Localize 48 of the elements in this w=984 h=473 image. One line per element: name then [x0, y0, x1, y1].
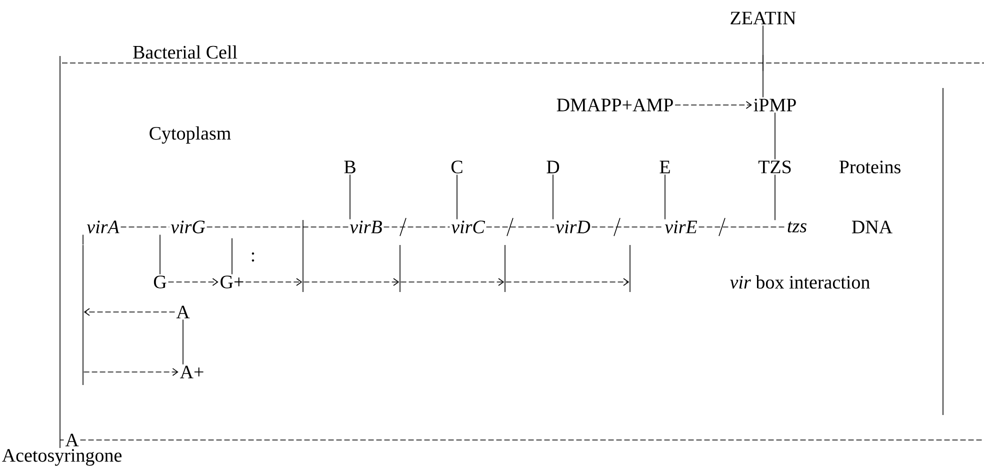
node-label: virD — [554, 220, 592, 234]
arrow — [505, 278, 630, 286]
arrow — [400, 278, 504, 286]
node-label: virG — [170, 220, 206, 234]
node-label: D — [545, 160, 561, 174]
arrow — [245, 278, 302, 286]
arrow — [83, 368, 178, 376]
node-label: G — [152, 274, 168, 290]
node-label: virE — [664, 220, 698, 234]
node-label: B — [342, 160, 358, 174]
node-label: iPMP — [752, 98, 798, 112]
arrow — [303, 278, 400, 286]
connector-line — [664, 174, 666, 220]
connector-line — [486, 226, 555, 228]
arrow — [168, 278, 218, 286]
connector-line — [206, 226, 349, 228]
connector-line — [591, 226, 664, 228]
node-label: virC — [450, 220, 486, 234]
node-label: A — [175, 304, 191, 320]
connector-line — [762, 25, 764, 98]
arrow — [674, 101, 752, 109]
connector-line — [774, 112, 776, 160]
node-label: TZS — [757, 160, 793, 174]
connector-line — [182, 319, 184, 365]
connector-line — [383, 226, 450, 228]
connector-line — [774, 174, 776, 221]
node-label: ZEATIN — [728, 10, 798, 26]
node-label: virB — [348, 220, 384, 234]
node-label: A+ — [178, 364, 206, 380]
connector-line — [456, 174, 458, 220]
node-label: tzs — [786, 220, 808, 234]
node-label: DMAPP+AMP — [555, 98, 675, 112]
node-label: virA — [86, 220, 120, 234]
caption-text: Acetosyringone — [2, 449, 122, 466]
connector-line — [698, 226, 786, 228]
node-label: E — [658, 160, 672, 174]
arrow — [84, 308, 176, 316]
node-label: G+ — [218, 274, 246, 290]
connector-line — [82, 234, 84, 245]
text-label: vir box interaction — [730, 275, 870, 289]
text-label: DNA — [852, 220, 892, 234]
connector-line — [552, 174, 554, 220]
text-label: : — [252, 252, 254, 262]
text-label: Proteins — [839, 160, 900, 174]
node-label: A — [64, 432, 80, 448]
text-label: Bacterial Cell — [133, 45, 238, 59]
node-label: C — [450, 160, 464, 174]
text-label: Cytoplasm — [150, 126, 231, 144]
